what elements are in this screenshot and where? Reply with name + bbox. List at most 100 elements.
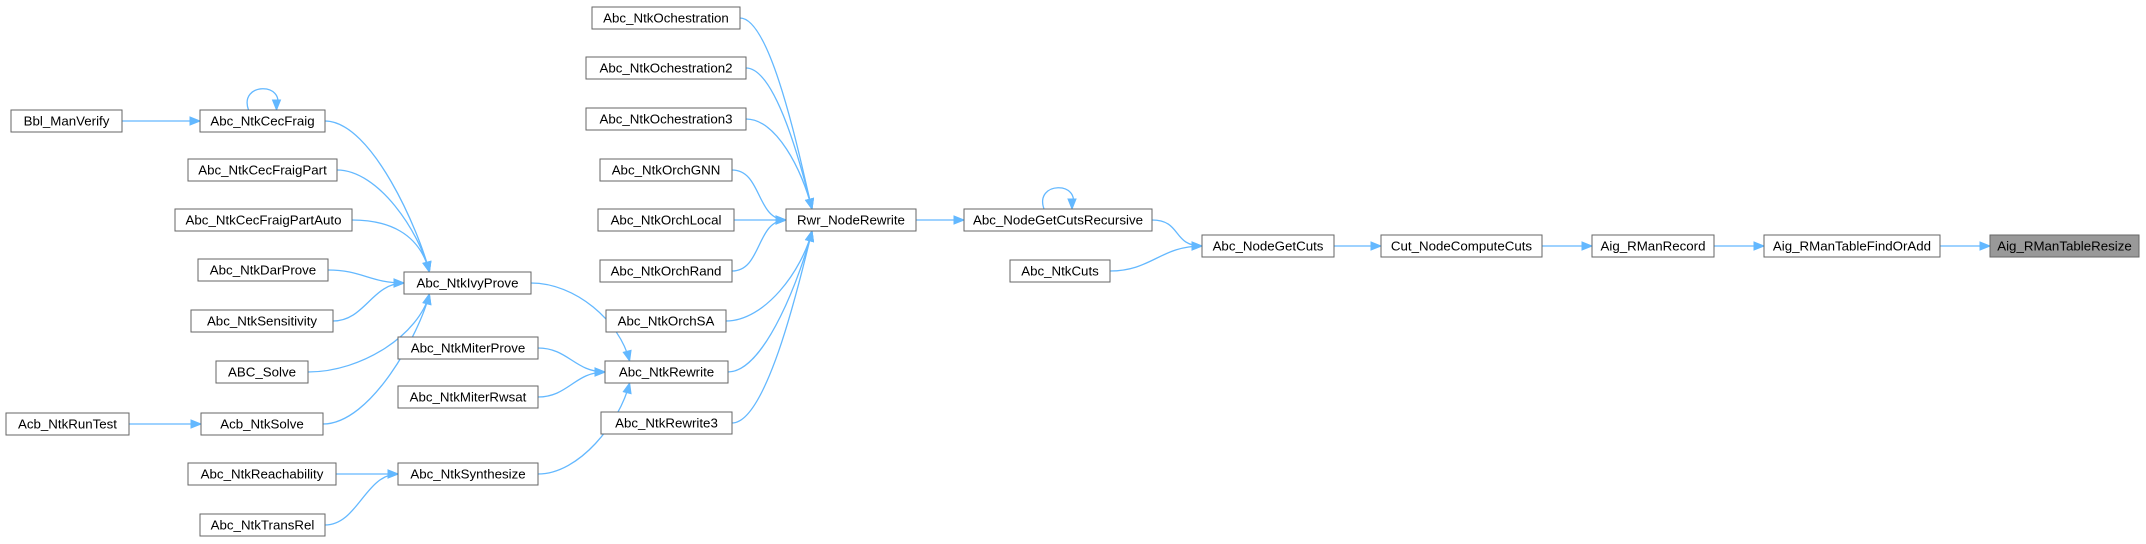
- node-label: Abc_NtkOchestration3: [599, 112, 732, 127]
- edge-abc_ntkorchgnn-to-rwr_noderewrite: [731, 169, 788, 225]
- node-label: Aig_RManTableResize: [1997, 239, 2132, 254]
- edge-line: [530, 282, 631, 362]
- node-abc-ntkcecfraigpartauto[interactable]: Abc_NtkCecFraigPartAuto: [174, 208, 353, 232]
- node-label: Acb_NtkRunTest: [18, 417, 117, 432]
- node-box[interactable]: [215, 360, 309, 384]
- edge-abc_ntktransrel-to-abc_ntksynthesize: [324, 469, 400, 526]
- node-box[interactable]: [1009, 259, 1111, 283]
- node-abc-ntkrewrite[interactable]: Abc_NtkRewrite: [604, 360, 729, 384]
- node-box[interactable]: [1763, 234, 1941, 258]
- node-label: Acb_NtkSolve: [220, 417, 304, 432]
- node-box[interactable]: [963, 208, 1153, 232]
- node-acb-ntksolve[interactable]: Acb_NtkSolve: [200, 412, 324, 436]
- node-abc-ntkmiterprove[interactable]: Abc_NtkMiterProve: [397, 336, 539, 360]
- node-label: Abc_NtkOrchGNN: [612, 163, 721, 178]
- node-abc-ntkochestration3[interactable]: Abc_NtkOchestration3: [585, 107, 747, 131]
- node-label: Rwr_NodeRewrite: [797, 213, 905, 228]
- edge-abc_nodegetcuts-to-cut_nodecomputecuts: [1333, 241, 1383, 251]
- node-rwr-noderewrite[interactable]: Rwr_NodeRewrite: [785, 208, 917, 232]
- node-box[interactable]: [785, 208, 917, 232]
- edge-line: [1151, 219, 1203, 247]
- node-abc-ntkorchsa[interactable]: Abc_NtkOrchSA: [605, 309, 727, 333]
- node-abc-ntksensitivity[interactable]: Abc_NtkSensitivity: [190, 309, 334, 333]
- node-label: Abc_NtkRewrite3: [615, 416, 718, 431]
- node-box[interactable]: [599, 158, 733, 182]
- node-abc-ntkcecfraigpart[interactable]: Abc_NtkCecFraigPart: [187, 158, 338, 182]
- node-label: Abc_NtkOrchSA: [618, 314, 715, 329]
- node-abc-ntkreachability[interactable]: Abc_NtkReachability: [187, 462, 337, 486]
- node-label: Cut_NodeComputeCuts: [1391, 239, 1533, 254]
- edge-arrowhead: [775, 215, 788, 225]
- node-aig-rmantablefindoradd[interactable]: Aig_RManTableFindOrAdd: [1763, 234, 1941, 258]
- edge-arrowhead: [1370, 241, 1383, 251]
- edge-arrowhead: [190, 419, 203, 429]
- node-abc-ntkorchrand[interactable]: Abc_NtkOrchRand: [599, 259, 733, 283]
- node-box[interactable]: [199, 109, 326, 133]
- node-box[interactable]: [604, 360, 729, 384]
- node-abc-ntkrewrite3[interactable]: Abc_NtkRewrite3: [600, 411, 733, 435]
- node-label: Abc_NtkCecFraigPartAuto: [186, 213, 342, 228]
- node-abc-ntkochestration2[interactable]: Abc_NtkOchestration2: [585, 56, 747, 80]
- edge-abc_ntkcecfraig-to-abc_ntkcecfraig: [246, 88, 282, 112]
- node-box[interactable]: [397, 385, 539, 409]
- node-abc-ntkochestration[interactable]: Abc_NtkOchestration: [591, 6, 741, 30]
- node-abc-ntkdarprove[interactable]: Abc_NtkDarProve: [197, 258, 329, 282]
- node-abc-nodegetcutsrecursive[interactable]: Abc_NodeGetCutsRecursive: [963, 208, 1153, 232]
- node-box[interactable]: [187, 158, 338, 182]
- node-box[interactable]: [1201, 234, 1335, 258]
- node-abc-ntkorchgnn[interactable]: Abc_NtkOrchGNN: [599, 158, 733, 182]
- edge-line: [322, 293, 431, 425]
- node-abc-nodegetcuts[interactable]: Abc_NodeGetCuts: [1201, 234, 1335, 258]
- node-abc-solve[interactable]: ABC_Solve: [215, 360, 309, 384]
- node-box[interactable]: [10, 109, 123, 133]
- edge-line: [745, 118, 813, 210]
- edge-bbl_manverify-to-abc_ntkcecfraig: [121, 116, 202, 126]
- edge-line: [1041, 187, 1075, 210]
- node-box[interactable]: [397, 336, 539, 360]
- edge-line: [1109, 245, 1203, 272]
- node-aig-rmantableresize[interactable]: Aig_RManTableResize: [1989, 234, 2140, 258]
- node-label: Abc_NtkMiterRwsat: [410, 390, 527, 405]
- node-label: Abc_NtkCuts: [1021, 264, 1099, 279]
- node-aig-rmanrecord[interactable]: Aig_RManRecord: [1591, 234, 1715, 258]
- node-abc-ntkcuts[interactable]: Abc_NtkCuts: [1009, 259, 1111, 283]
- edge-arrowhead: [189, 116, 202, 126]
- edge-abc_ntksynthesize-to-abc_ntkrewrite: [537, 381, 632, 475]
- node-abc-ntkorchlocal[interactable]: Abc_NtkOrchLocal: [597, 208, 735, 232]
- node-box[interactable]: [5, 412, 130, 436]
- edge-abc_ntkcuts-to-abc_nodegetcuts: [1109, 241, 1204, 272]
- node-box[interactable]: [585, 56, 747, 80]
- node-box[interactable]: [174, 208, 353, 232]
- node-box[interactable]: [190, 309, 334, 333]
- node-box[interactable]: [397, 462, 539, 486]
- node-bbl-manverify[interactable]: Bbl_ManVerify: [10, 109, 123, 133]
- node-box[interactable]: [1591, 234, 1715, 258]
- edge-line: [731, 230, 813, 424]
- node-abc-ntkmiterrwsat[interactable]: Abc_NtkMiterRwsat: [397, 385, 539, 409]
- node-box[interactable]: [605, 309, 727, 333]
- node-box[interactable]: [197, 258, 329, 282]
- node-box[interactable]: [1989, 234, 2140, 258]
- node-label: Abc_NtkRewrite: [619, 365, 714, 380]
- node-box[interactable]: [585, 107, 747, 131]
- node-cut-nodecomputecuts[interactable]: Cut_NodeComputeCuts: [1380, 234, 1543, 258]
- node-box[interactable]: [600, 411, 733, 435]
- node-acb-ntkruntest[interactable]: Acb_NtkRunTest: [5, 412, 130, 436]
- node-box[interactable]: [591, 6, 741, 30]
- node-abc-ntkcecfraig[interactable]: Abc_NtkCecFraig: [199, 109, 326, 133]
- edge-arrowhead: [387, 469, 400, 479]
- node-abc-ntksynthesize[interactable]: Abc_NtkSynthesize: [397, 462, 539, 486]
- edge-aig_rmantablefindoradd-to-aig_rmantableresize: [1939, 241, 1992, 251]
- node-abc-ntkivyprove[interactable]: Abc_NtkIvyProve: [403, 271, 532, 295]
- node-box[interactable]: [599, 259, 733, 283]
- node-box[interactable]: [1380, 234, 1543, 258]
- node-box[interactable]: [403, 271, 532, 295]
- node-box[interactable]: [597, 208, 735, 232]
- node-box[interactable]: [199, 513, 326, 537]
- node-box[interactable]: [187, 462, 337, 486]
- node-box[interactable]: [200, 412, 324, 436]
- edge-abc_ntkochestration2-to-rwr_noderewrite: [745, 67, 815, 211]
- node-label: Abc_NtkSensitivity: [207, 314, 317, 329]
- node-abc-ntktransrel[interactable]: Abc_NtkTransRel: [199, 513, 326, 537]
